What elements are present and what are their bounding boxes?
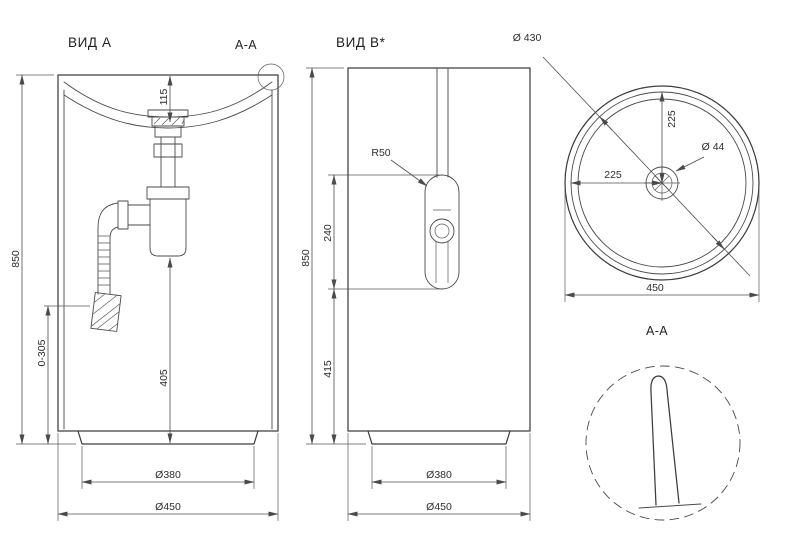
view-b-dim-850: 850 — [300, 249, 312, 267]
view-a-dim-850: 850 — [10, 250, 22, 268]
hose-connector — [90, 292, 122, 332]
view-a-body-outline — [57, 74, 279, 445]
view-b-dim-r50: R50 — [371, 147, 390, 159]
view-b-dim-450: Ø450 — [426, 501, 452, 513]
top-view-dimensions: Ø 430 Ø 44 225 225 450 — [513, 32, 760, 302]
top-view: Ø 430 Ø 44 225 225 450 — [513, 32, 760, 302]
section-aa-detail: A-A — [585, 324, 741, 521]
top-view-dim-225-horizontal: 225 — [604, 169, 622, 181]
view-b-dimensions: R50 850 240 415 Ø380 Ø450 — [300, 67, 531, 521]
view-a-title: ВИД A — [68, 35, 112, 50]
view-a-dim-380: Ø380 — [155, 469, 181, 481]
view-a: ВИД A A- — [10, 35, 285, 521]
overflow-channel-profile — [638, 375, 702, 509]
view-b: ВИД B* R50 850 240 415 Ø380 Ø450 — [300, 35, 531, 521]
top-view-dim-450: 450 — [646, 282, 664, 294]
top-view-dim-430: Ø 430 — [513, 32, 542, 44]
view-a-dimensions: 850 115 405 0-305 Ø380 Ø450 — [10, 74, 279, 521]
view-b-title: ВИД B* — [336, 35, 386, 50]
view-b-dim-380: Ø380 — [426, 469, 452, 481]
view-b-body-outline — [347, 67, 531, 445]
siphon-assembly — [90, 109, 190, 332]
top-view-dim-44: Ø 44 — [702, 141, 725, 153]
view-a-dim-115: 115 — [158, 88, 170, 105]
view-a-dim-0-305: 0-305 — [36, 339, 48, 366]
view-b-dim-415: 415 — [322, 360, 334, 378]
view-a-section-mark: A-A — [235, 38, 285, 91]
view-a-dim-450: Ø450 — [155, 501, 181, 513]
view-b-dim-240: 240 — [322, 224, 334, 242]
section-mark-label: A-A — [235, 38, 257, 52]
section-aa-title: A-A — [646, 324, 668, 338]
view-a-dim-405: 405 — [158, 369, 170, 387]
top-view-dim-225-vertical: 225 — [666, 110, 678, 128]
